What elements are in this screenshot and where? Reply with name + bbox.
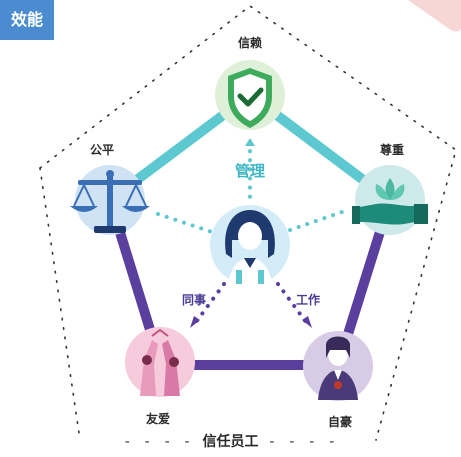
label-management: 管理: [234, 162, 266, 180]
label-colleagues: 同事: [181, 293, 207, 307]
footer-dashes-right: - - - -: [269, 434, 337, 450]
label-friendship: 友爱: [145, 412, 171, 426]
medal-person-icon: [318, 336, 358, 400]
arrowhead-management: [245, 138, 255, 146]
spoke-right: [288, 210, 344, 232]
node-fairness: [70, 165, 150, 235]
spoke-work: [276, 282, 308, 324]
node-pride: [303, 331, 373, 401]
label-respect: 尊重: [379, 143, 405, 157]
footer-label: 信任员工: [202, 434, 259, 450]
spoke-colleagues: [194, 282, 226, 324]
shield-check-icon: [228, 68, 272, 128]
outer-dotted-frame-left: [39, 167, 81, 441]
footer-dashes-left: - - - -: [124, 434, 192, 450]
manager-person-icon: [225, 210, 275, 285]
node-friendship: [125, 327, 195, 397]
label-pride: 自豪: [327, 415, 353, 429]
arrowhead-work: [302, 316, 312, 328]
label-trust: 信赖: [237, 36, 263, 50]
scales-icon: [70, 170, 150, 233]
spoke-left: [156, 212, 214, 234]
node-respect: [352, 165, 428, 235]
label-work: 工作: [295, 293, 321, 307]
arrowhead-colleagues: [190, 316, 200, 328]
lotus-hand-icon: [352, 178, 428, 225]
section-tab: 效能: [0, 0, 54, 40]
outer-dotted-frame: [39, 5, 457, 441]
node-center: [210, 205, 290, 285]
footer-caption: - - - - 信任员工 - - - -: [0, 431, 461, 451]
high-five-icon: [140, 328, 180, 396]
node-trust: [215, 60, 285, 130]
label-fairness: 公平: [89, 143, 115, 157]
